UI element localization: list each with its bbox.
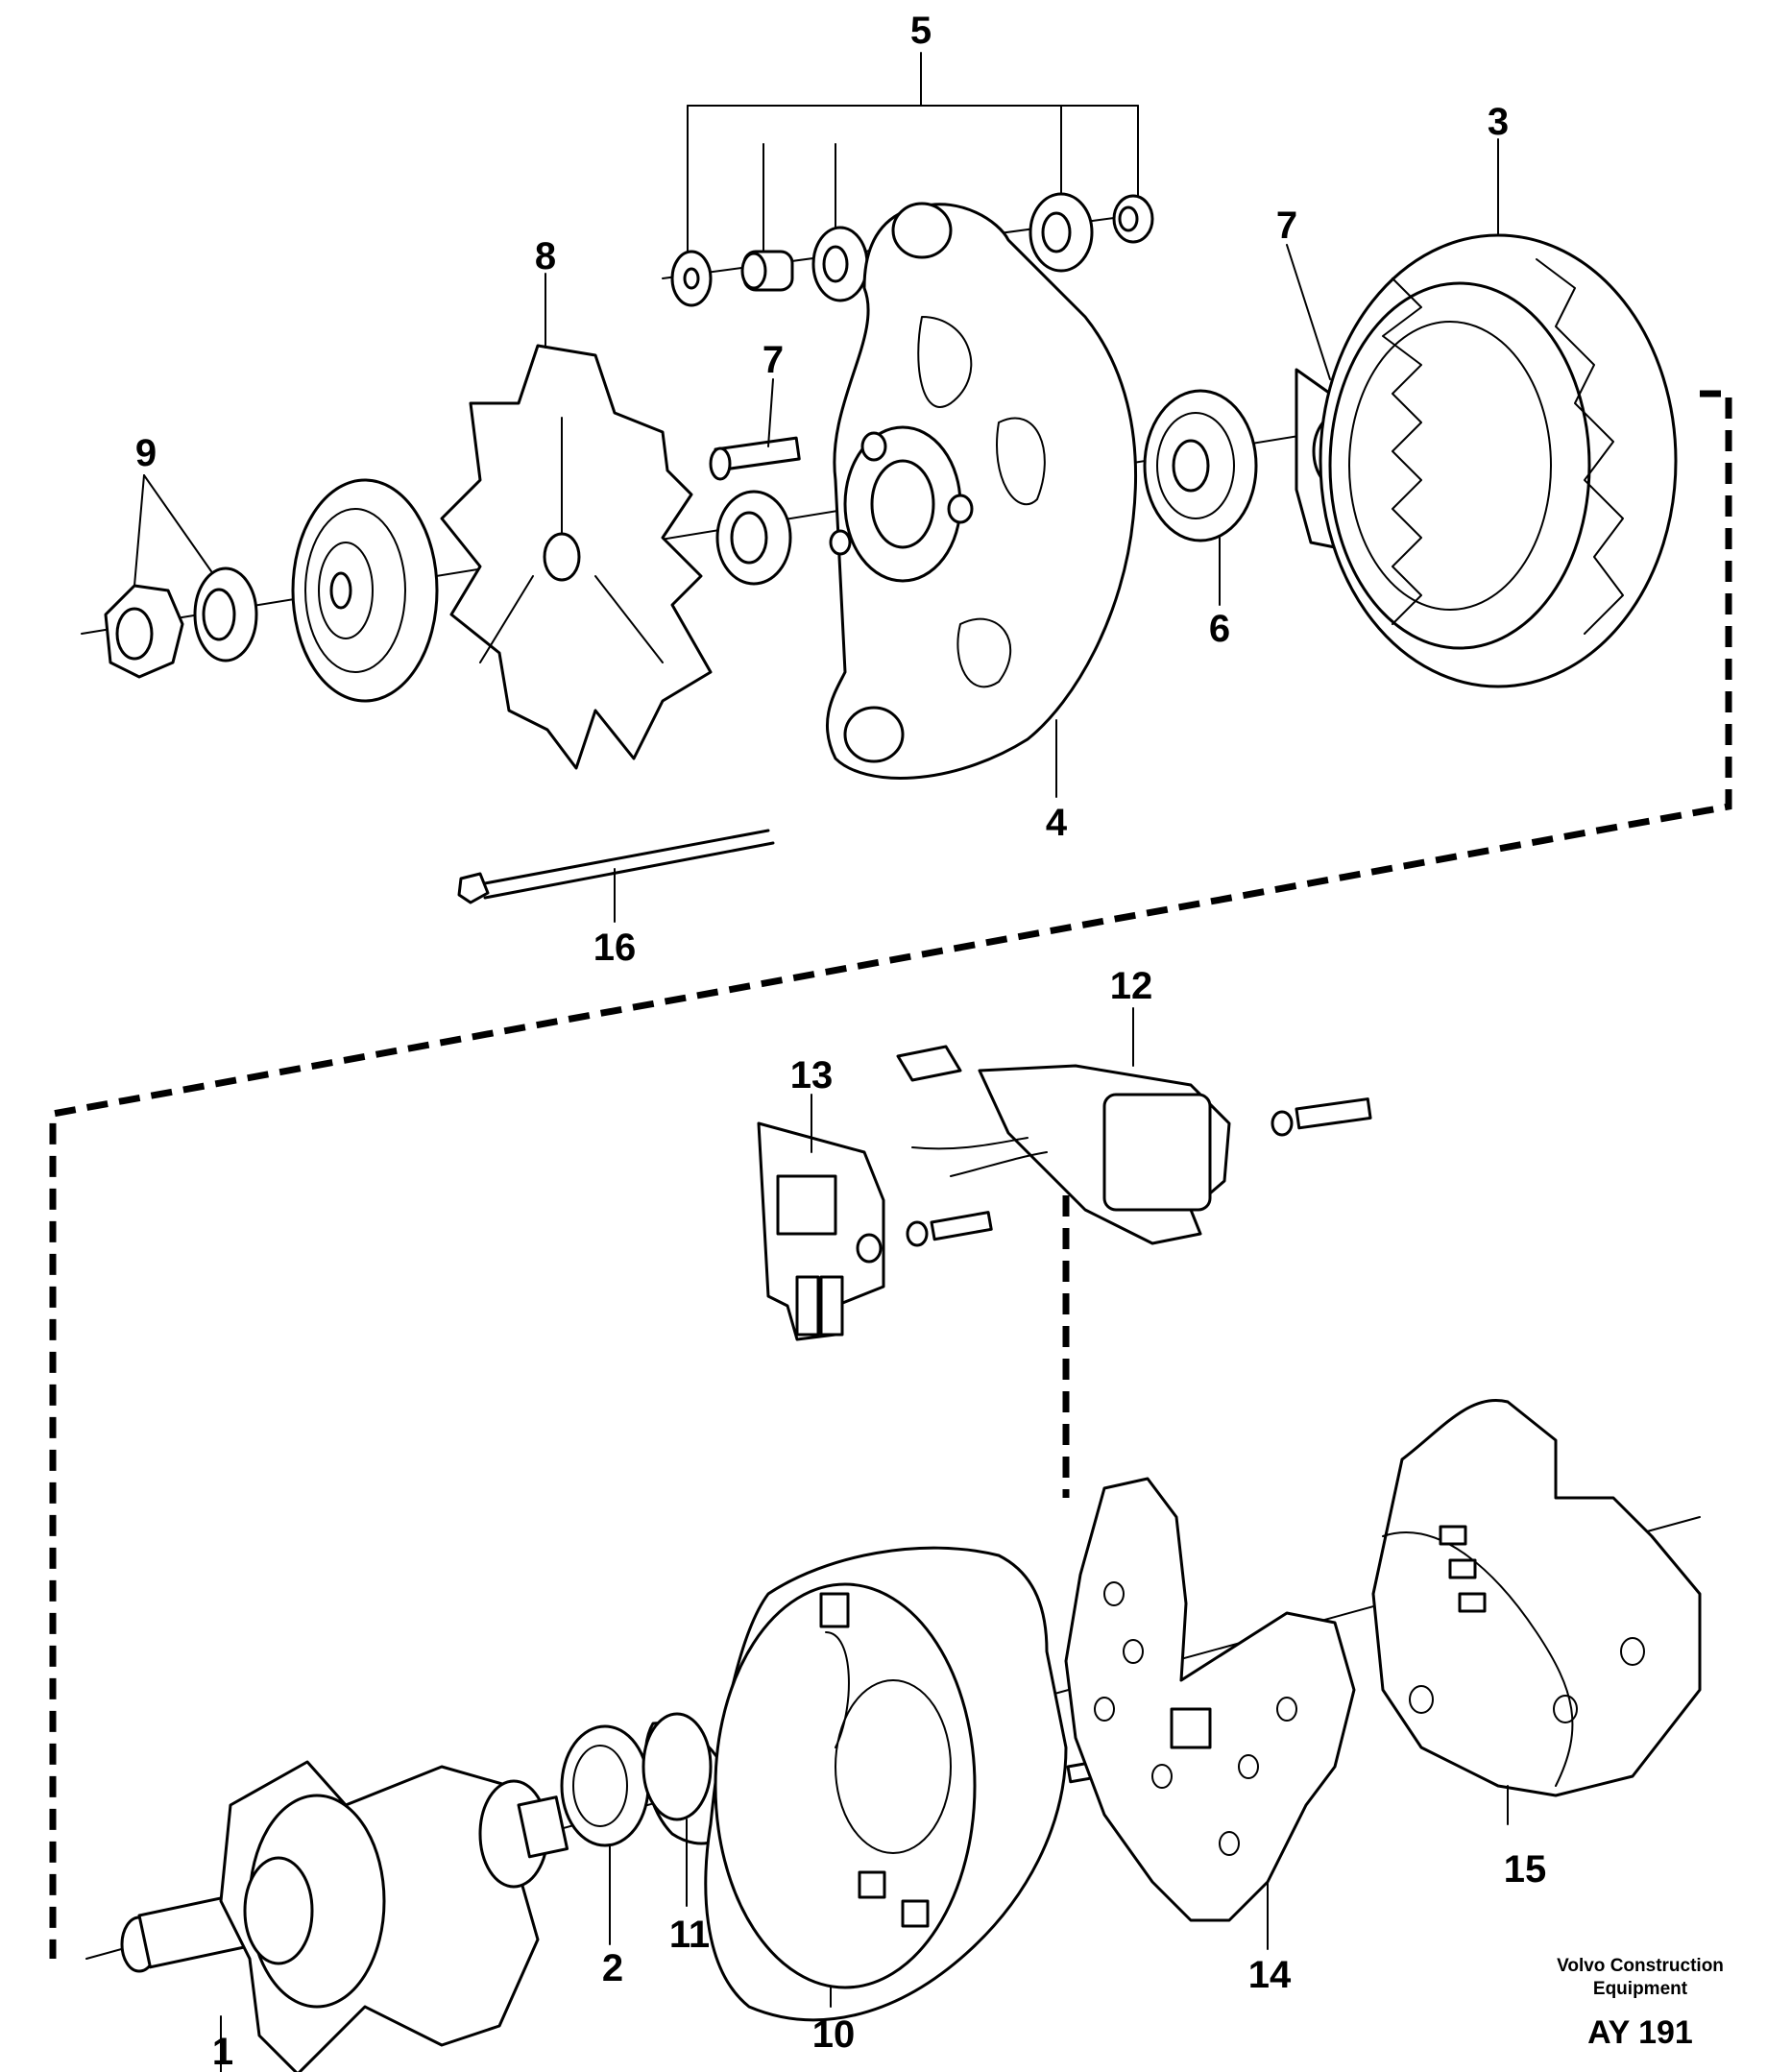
part-10-slip-ring-end-bracket: [704, 1546, 1110, 2022]
part-6-bearing: [1143, 389, 1258, 542]
callout-8: 8: [535, 235, 556, 277]
credit-line-2: Equipment: [1593, 1979, 1688, 1999]
regulator-screw: [906, 1211, 993, 1247]
callout-4: 4: [1046, 802, 1068, 844]
assembly-connector-dashed: [49, 390, 1732, 1959]
part-16-through-bolt: [457, 829, 775, 904]
brush-holder-screw: [1271, 1097, 1372, 1137]
callout-13: 13: [790, 1054, 834, 1096]
part-3-stator: [1319, 233, 1678, 688]
callout-6: 6: [1209, 608, 1230, 650]
callout-10: 10: [812, 2013, 856, 2056]
callout-15: 15: [1504, 1848, 1547, 1891]
part-14-rectifier: [1064, 1477, 1356, 1922]
part-12-brush-holder: [896, 1045, 1231, 1245]
part-4-drive-end-bracket: [826, 202, 1138, 780]
callout-16: 16: [593, 927, 637, 969]
part-9-nut-washer: [104, 566, 258, 679]
callout-2: 2: [602, 1947, 623, 1989]
leader-lines: [133, 52, 1509, 2072]
callout-5: 5: [910, 10, 932, 52]
part-2-bearing: [560, 1724, 650, 1847]
callout-9: 9: [135, 432, 157, 474]
callout-12: 12: [1110, 965, 1153, 1007]
callout-14: 14: [1248, 1954, 1292, 1996]
part-1-rotor: [120, 1760, 569, 2072]
part-7-screw: [709, 436, 801, 481]
spacer-ring: [715, 490, 792, 586]
part-13-voltage-regulator: [757, 1121, 885, 1341]
pulley: [291, 478, 439, 703]
callout-11: 11: [669, 1914, 710, 1956]
callout-1: 1: [212, 2031, 233, 2072]
callout-7-bearing-plate: 7: [1276, 205, 1297, 247]
part-15-protective-cover: [1371, 1399, 1702, 1797]
callout-7-screw: 7: [762, 339, 784, 381]
callout-3: 3: [1488, 101, 1509, 143]
part-8-fan: [440, 344, 713, 770]
drawing-code: AY 191: [1587, 2014, 1693, 2051]
part-5-bushings: [670, 192, 1154, 307]
credit-line-1: Volvo Construction: [1557, 1956, 1724, 1976]
